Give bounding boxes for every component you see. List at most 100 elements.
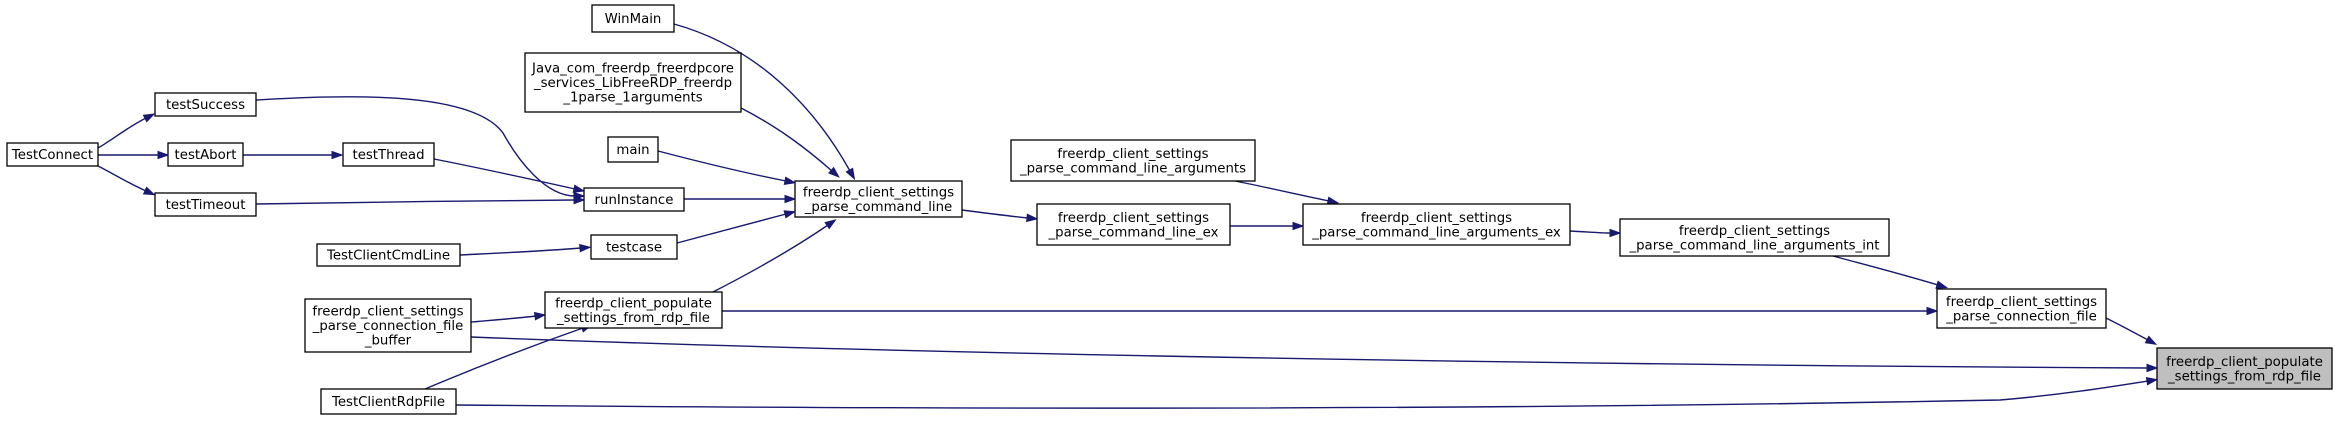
node-box[interactable] [316, 243, 461, 267]
edge-parse_command_line_arguments_int-to-parse_command_line_arguments_ex [1569, 228, 1622, 238]
edge-testcase-to-TestClientCmdLine [459, 243, 592, 256]
node-testAbort[interactable]: testAbort [167, 142, 244, 167]
node-box[interactable] [1036, 203, 1231, 246]
node-box[interactable] [590, 234, 678, 260]
node-box[interactable] [154, 92, 257, 117]
node-populate_settings_from_rdp_file[interactable]: freerdp_client_populate_settings_from_rd… [544, 291, 723, 329]
edge-line [433, 158, 576, 190]
node-TestClientRdpFile[interactable]: TestClientRdpFile [320, 388, 457, 415]
node-label-line: freerdp_client_settings [312, 305, 463, 320]
node-testSuccess[interactable]: testSuccess [154, 92, 257, 117]
node-box[interactable] [1619, 218, 1890, 257]
node-TestConnect[interactable]: TestConnect [6, 142, 99, 167]
edge-line [712, 224, 829, 293]
edge-arrowhead [1926, 306, 1939, 316]
edge-arrowhead [2145, 376, 2159, 386]
node-parse_command_line_ex[interactable]: freerdp_client_settings_parse_command_li… [1036, 203, 1231, 246]
node-box[interactable] [524, 52, 742, 113]
edge-arrowhead [783, 176, 797, 185]
node-parse_command_line[interactable]: freerdp_client_settings_parse_command_li… [794, 180, 963, 218]
edge-arrowhead [2144, 335, 2158, 345]
node-box[interactable] [2156, 347, 2333, 390]
edge-line [1569, 230, 1612, 234]
node-label-line: testSuccess [166, 98, 245, 113]
edge-populate_settings_from_rdp_file-to-parse_connection_file_buffer [470, 311, 547, 323]
node-box[interactable] [544, 291, 723, 329]
node-label-line: freerdp_client_populate [2166, 355, 2323, 370]
node-box[interactable] [167, 142, 244, 167]
node-label-line: TestClientRdpFile [331, 395, 445, 410]
edge-line [961, 209, 1029, 219]
node-parse_command_line_arguments_ex[interactable]: freerdp_client_settings_parse_command_li… [1302, 203, 1571, 246]
node-TestClientCmdLine[interactable]: TestClientCmdLine [316, 243, 461, 267]
edge-arrowhead [533, 311, 547, 321]
node-box[interactable] [591, 4, 675, 33]
edge-arrowhead [573, 195, 586, 205]
edge-arrowhead [1026, 213, 1039, 223]
node-java_parse_arguments[interactable]: Java_com_freerdp_freerdpcore_services_Li… [524, 52, 742, 113]
edge-runInstance-to-testTimeout [255, 195, 586, 205]
edge-arrowhead [1292, 221, 1305, 231]
node-box[interactable] [342, 142, 435, 167]
node-label-line: testAbort [175, 148, 237, 163]
node-label-line: _parse_command_line [804, 200, 952, 215]
node-parse_connection_file[interactable]: freerdp_client_settings_parse_connection… [1936, 288, 2107, 329]
node-box[interactable] [607, 136, 659, 163]
node-box[interactable] [1010, 139, 1256, 182]
edge-parse_connection_file-to-populate_settings_from_rdp_file [722, 306, 1939, 316]
node-focus[interactable]: freerdp_client_populate_settings_from_rd… [2156, 347, 2333, 390]
nodes-layer: TestConnect testSuccess testAbort testThrea… [6, 4, 2333, 415]
edge-focus-to-TestClientRdpFile [455, 376, 2159, 409]
edge-line [424, 327, 584, 390]
edge-parse_command_line_arguments_ex-to-parse_command_line_ex [1230, 221, 1305, 231]
node-label-line: testTimeout [166, 198, 246, 213]
edge-line [673, 23, 851, 172]
edge-line [97, 117, 147, 149]
edge-arrowhead [828, 166, 840, 178]
edge-focus-to-parse_connection_file_buffer [470, 336, 2159, 373]
node-label-line: freerdp_client_settings [1679, 224, 1830, 239]
node-label-line: WinMain [605, 12, 662, 27]
node-testThread[interactable]: testThread [342, 142, 435, 167]
edge-line [676, 213, 787, 244]
edge-line [470, 336, 2149, 369]
node-label-line: main [616, 143, 649, 158]
node-box[interactable] [154, 192, 257, 217]
edge-arrowhead [1609, 228, 1622, 238]
node-label-line: freerdp_client_settings [1058, 211, 1209, 226]
edge-line [1832, 255, 1939, 286]
edge-testThread-to-testAbort [243, 150, 344, 160]
node-box[interactable] [1936, 288, 2107, 329]
node-main[interactable]: main [607, 136, 659, 163]
node-WinMain[interactable]: WinMain [591, 4, 675, 33]
edge-arrowhead [1935, 280, 1949, 289]
node-runInstance[interactable]: runInstance [583, 187, 685, 212]
node-box[interactable] [304, 298, 472, 353]
edge-line [459, 247, 582, 256]
node-parse_command_line_arguments[interactable]: freerdp_client_settings_parse_command_li… [1010, 139, 1256, 182]
edge-parse_command_line-to-populate_settings_from_rdp_file [712, 219, 837, 293]
node-parse_connection_file_buffer[interactable]: freerdp_client_settings_parse_connection… [304, 298, 472, 353]
edge-testAbort-to-TestConnect [98, 150, 170, 160]
node-label-line: freerdp_client_populate [555, 296, 712, 311]
node-label-line: _parse_command_line_arguments [1019, 161, 1246, 176]
node-box[interactable] [6, 142, 99, 167]
node-testcase[interactable]: testcase [590, 234, 678, 260]
node-label-line: _parse_connection_file [1945, 309, 2097, 324]
node-label-line: _1parse_1arguments [562, 91, 702, 106]
edge-arrowhead [142, 113, 156, 123]
edge-line [740, 107, 833, 172]
edge-parse_command_line_ex-to-parse_command_line [961, 209, 1039, 223]
node-box[interactable] [1302, 203, 1571, 246]
node-testTimeout[interactable]: testTimeout [154, 192, 257, 217]
edge-arrowhead [579, 243, 592, 253]
node-box[interactable] [583, 187, 685, 212]
edge-line [2105, 317, 2149, 341]
node-label-line: freerdp_client_settings [1361, 211, 1512, 226]
edge-arrowhead [572, 184, 586, 193]
edge-parse_command_line-to-java_parse_arguments [740, 107, 840, 178]
node-box[interactable] [320, 388, 457, 415]
edge-line [470, 315, 537, 323]
node-parse_command_line_arguments_int[interactable]: freerdp_client_settings_parse_command_li… [1619, 218, 1890, 257]
node-box[interactable] [794, 180, 963, 218]
